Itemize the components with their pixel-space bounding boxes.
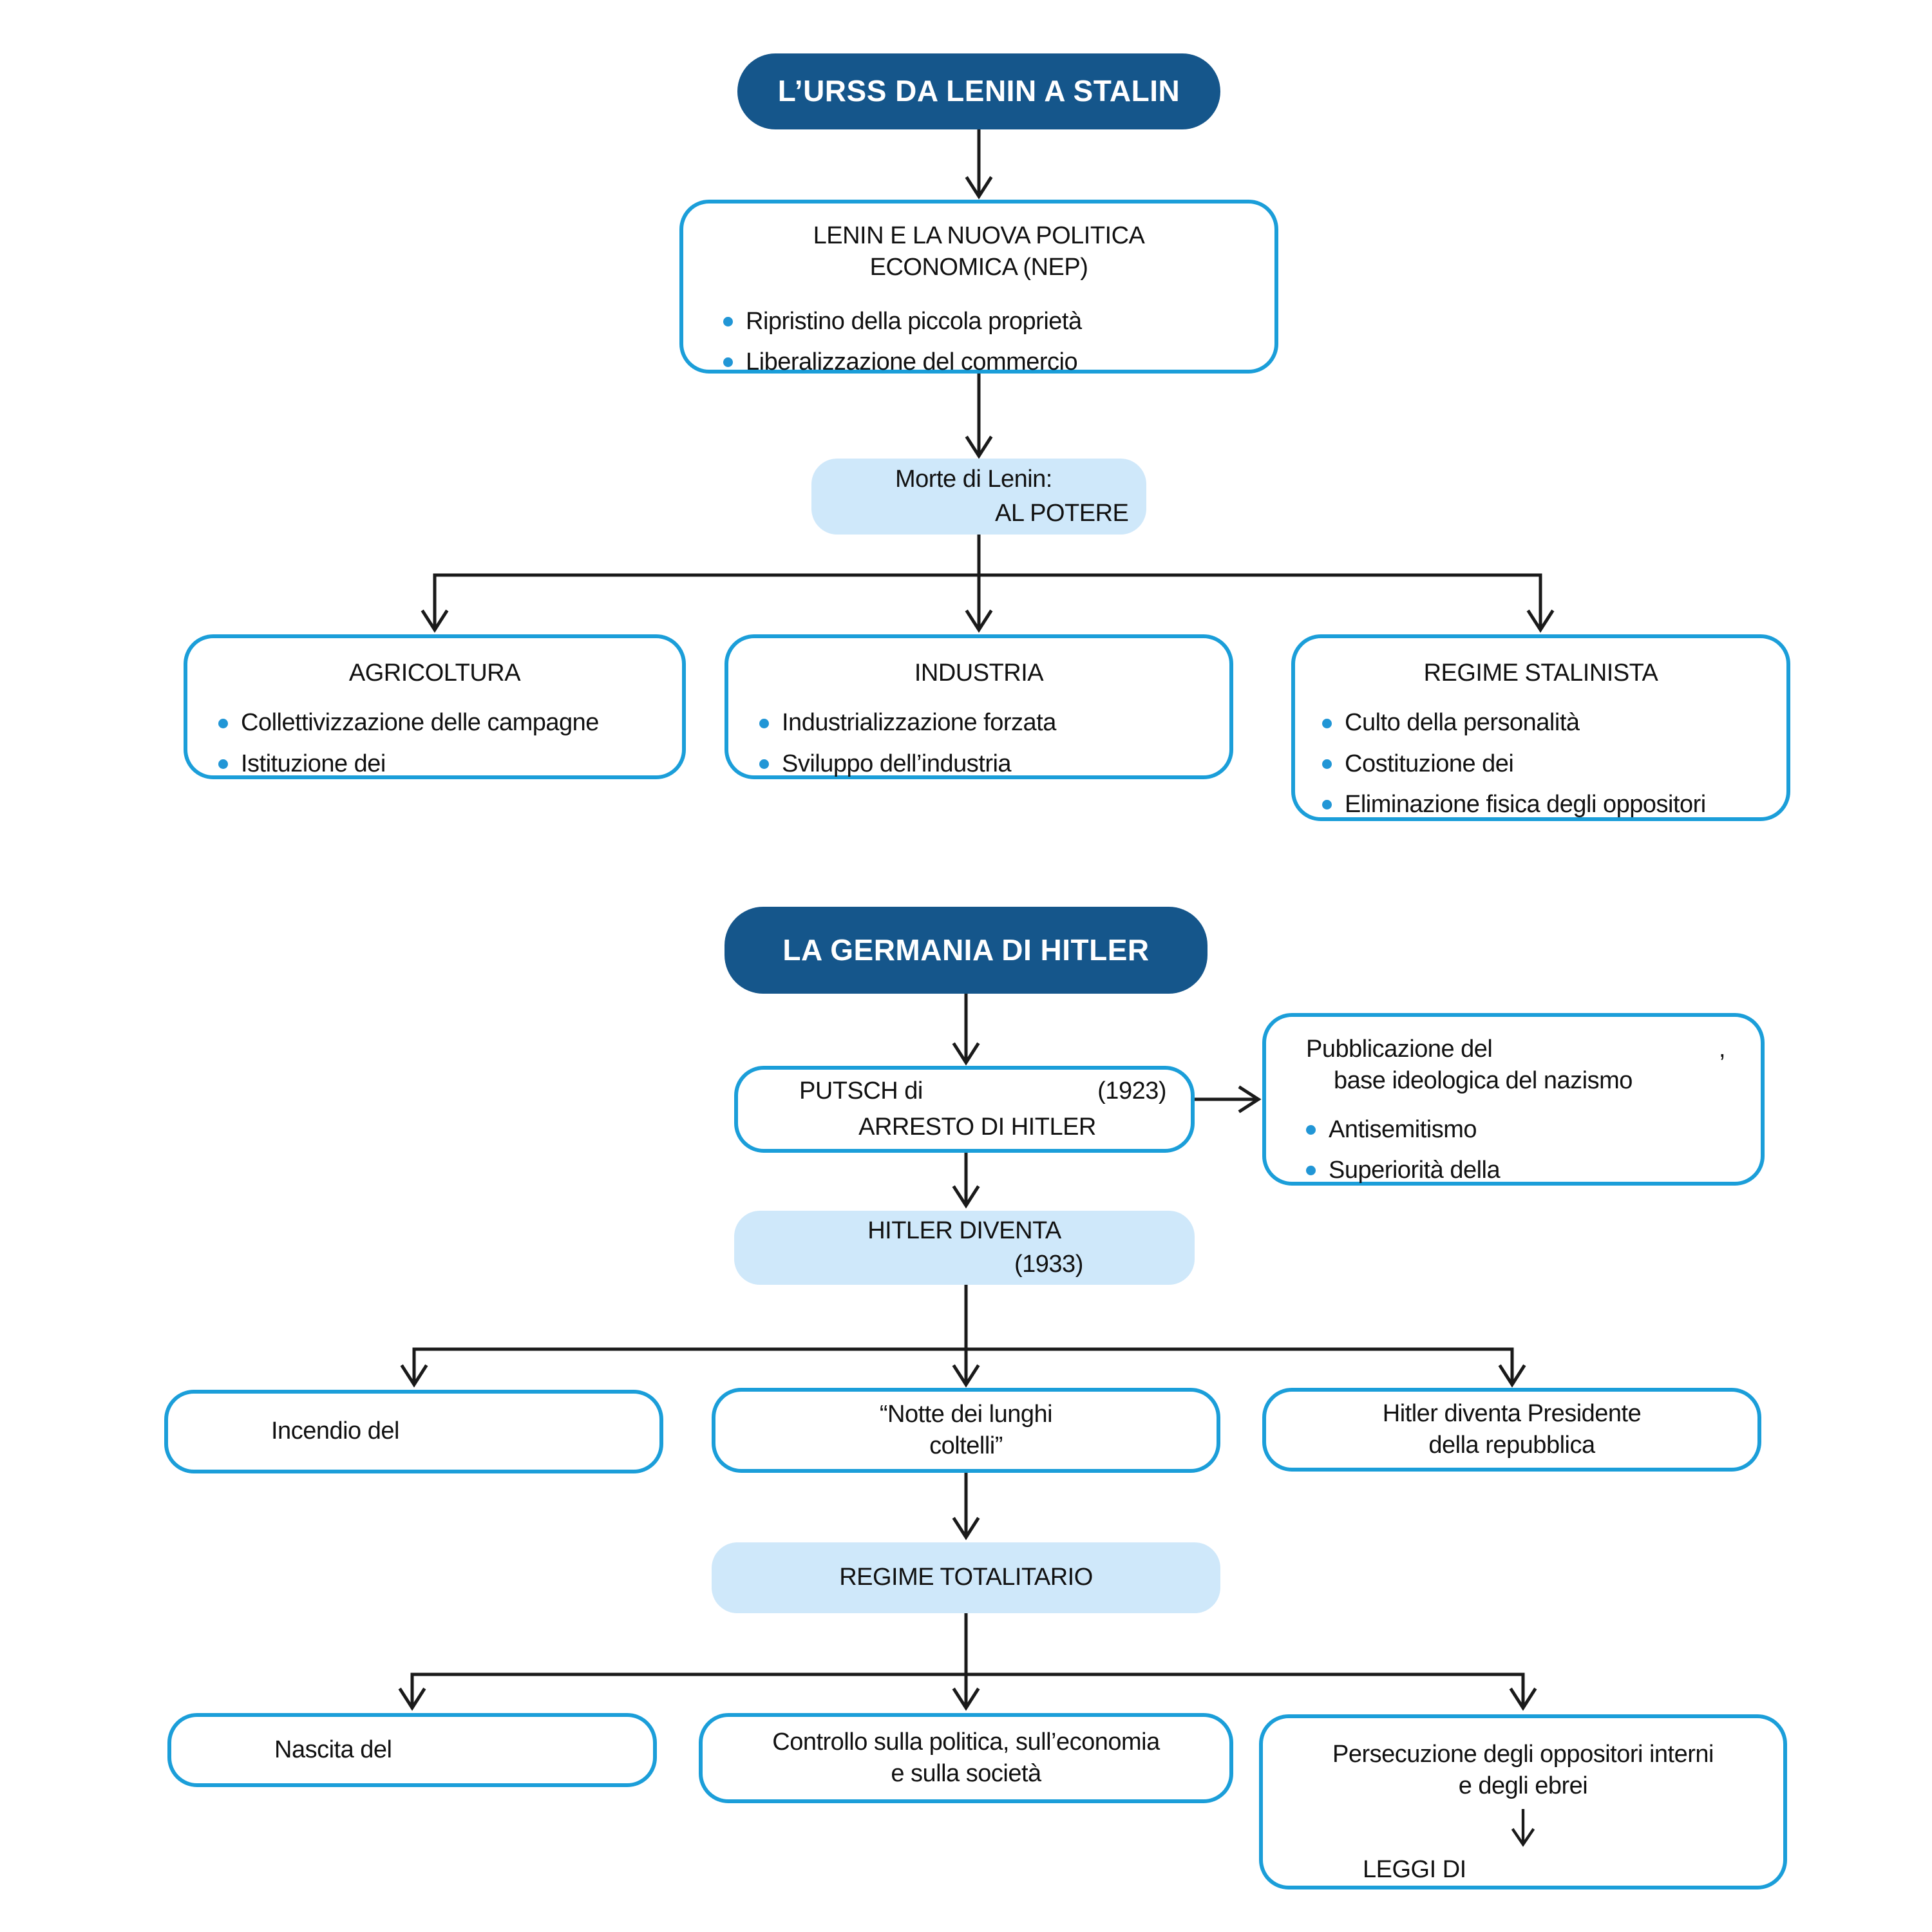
list-item: Eliminazione fisica degli oppositori <box>1322 789 1786 820</box>
bullet-dot <box>723 316 733 327</box>
list-item: Collettivizzazione delle campagne <box>218 707 682 739</box>
putsch-box: PUTSCH di (1923) ARRESTO DI HITLER <box>734 1066 1195 1153</box>
agricoltura-bullet-list: Collettivizzazione delle campagne Istitu… <box>187 707 682 780</box>
nascita-box: Nascita del <box>167 1713 657 1787</box>
down-arrow-icon <box>1511 1808 1535 1847</box>
industria-box: INDUSTRIA Industrializzazione forzata Sv… <box>724 634 1233 779</box>
persecuzione-box: Persecuzione degli oppositori interni e … <box>1259 1714 1787 1889</box>
germania-header: LA GERMANIA DI HITLER <box>724 907 1208 994</box>
presidente-line1: Hitler diventa Presidente <box>1382 1399 1642 1427</box>
bullet-text: Culto della personalità <box>1345 709 1580 737</box>
lenin-death-box: Morte di Lenin: AL POTERE <box>811 459 1146 535</box>
notte-line1: “Notte dei lunghi <box>879 1400 1053 1428</box>
nep-title-line2: ECONOMICA (NEP) <box>869 254 1088 281</box>
bullet-text: Collettivizzazione delle campagne <box>241 709 599 737</box>
urss-header-label: L’URSS DA LENIN A STALIN <box>777 74 1180 108</box>
list-item: Sviluppo dell’industria <box>759 748 1229 780</box>
regime-stalinista-title: REGIME STALINISTA <box>1423 659 1658 687</box>
bullet-dot <box>723 357 733 368</box>
controllo-line2: e sulla società <box>891 1760 1041 1787</box>
bullet-dot <box>1306 1166 1316 1176</box>
incendio-box: Incendio del <box>164 1390 663 1473</box>
list-item: Culto della personalità <box>1322 707 1786 739</box>
agricoltura-title: AGRICOLTURA <box>348 659 521 687</box>
bullet-text: Costituzione dei <box>1345 750 1514 777</box>
notte-coltelli-box: “Notte dei lunghi coltelli” <box>712 1388 1220 1473</box>
list-item: Antisemitismo <box>1306 1114 1761 1146</box>
lenin-death-line2: AL POTERE <box>995 500 1129 527</box>
regime-totalitario-label: REGIME TOTALITARIO <box>839 1564 1093 1591</box>
urss-connectors <box>421 128 1555 633</box>
regime-totalitario-box: REGIME TOTALITARIO <box>712 1542 1220 1613</box>
incendio-label: Incendio del <box>271 1417 399 1445</box>
bullet-text: Sviluppo dell’industria <box>782 750 1012 777</box>
hitler-presidente-box: Hitler diventa Presidente della repubbli… <box>1262 1388 1761 1472</box>
pubblicazione-comma: , <box>1718 1036 1726 1063</box>
nep-title-line1: LENIN E LA NUOVA POLITICA <box>813 222 1145 249</box>
list-item: Ripristino della piccola proprietà <box>723 306 1274 337</box>
persecuzione-line2: e degli ebrei <box>1458 1772 1588 1800</box>
bullet-dot <box>218 759 228 769</box>
pubblicazione-box: Pubblicazione del , base ideologica del … <box>1262 1013 1765 1186</box>
bullet-text: Antisemitismo <box>1329 1115 1477 1143</box>
persecuzione-line1: Persecuzione degli oppositori interni <box>1332 1741 1714 1768</box>
bullet-dot <box>1306 1124 1316 1135</box>
hitler-diventa-line1: HITLER DIVENTA <box>867 1217 1061 1245</box>
bullet-text: Liberalizzazione del commercio <box>746 348 1078 376</box>
bullet-dot <box>1322 718 1332 728</box>
bullet-dot <box>759 718 769 728</box>
regime-stalinista-box: REGIME STALINISTA Culto della personalit… <box>1291 634 1790 821</box>
hitler-diventa-year: (1933) <box>1014 1250 1083 1278</box>
pubblicazione-line2: base ideologica del nazismo <box>1334 1067 1633 1095</box>
bullet-dot <box>218 718 228 728</box>
list-item: Industrializzazione forzata <box>759 707 1229 739</box>
bullet-text: Industrializzazione forzata <box>782 709 1056 737</box>
putsch-line2: ARRESTO DI HITLER <box>858 1113 1096 1141</box>
pubblicazione-bullet-list: Antisemitismo Superiorità della <box>1266 1114 1761 1187</box>
industria-bullet-list: Industrializzazione forzata Sviluppo del… <box>728 707 1229 780</box>
leggi-label: LEGGI DI <box>1363 1855 1466 1883</box>
germania-connectors <box>398 992 1537 1711</box>
nascita-label: Nascita del <box>274 1736 392 1763</box>
agricoltura-box: AGRICOLTURA Collettivizzazione delle cam… <box>184 634 686 779</box>
pubblicazione-line1: Pubblicazione del , <box>1266 1034 1761 1065</box>
bullet-dot <box>1322 759 1332 769</box>
urss-header: L’URSS DA LENIN A STALIN <box>737 53 1220 129</box>
regime-stalinista-bullet-list: Culto della personalità Costituzione dei… <box>1295 707 1786 820</box>
bullet-dot <box>1322 800 1332 810</box>
hitler-diventa-box: HITLER DIVENTA (1933) <box>734 1211 1195 1285</box>
bullet-text: Eliminazione fisica degli oppositori <box>1345 791 1706 819</box>
list-item: Liberalizzazione del commercio <box>723 346 1274 378</box>
putsch-line1: PUTSCH di (1923) <box>738 1075 1191 1107</box>
putsch-line1-left: PUTSCH di <box>799 1077 923 1105</box>
list-item: Costituzione dei <box>1322 748 1786 780</box>
pubblicazione-line1-left: Pubblicazione del <box>1306 1036 1493 1063</box>
controllo-box: Controllo sulla politica, sull’economia … <box>699 1713 1233 1803</box>
controllo-line1: Controllo sulla politica, sull’economia <box>772 1728 1160 1756</box>
list-item: Superiorità della <box>1306 1155 1761 1186</box>
bullet-dot <box>759 759 769 769</box>
putsch-year: (1923) <box>1097 1077 1166 1105</box>
list-item: Istituzione dei <box>218 748 682 780</box>
germania-header-label: LA GERMANIA DI HITLER <box>782 933 1150 967</box>
nep-bullet-list: Ripristino della piccola proprietà Liber… <box>683 306 1274 379</box>
lenin-death-line1: Morte di Lenin: <box>895 465 1052 493</box>
nep-box: LENIN E LA NUOVA POLITICA ECONOMICA (NEP… <box>679 200 1278 375</box>
presidente-line2: della repubblica <box>1428 1432 1595 1459</box>
notte-line2: coltelli” <box>929 1432 1003 1459</box>
industria-title: INDUSTRIA <box>914 659 1044 687</box>
bullet-text: Ripristino della piccola proprietà <box>746 307 1082 335</box>
bullet-text: Istituzione dei <box>241 750 386 777</box>
bullet-text: Superiorità della <box>1329 1157 1501 1184</box>
